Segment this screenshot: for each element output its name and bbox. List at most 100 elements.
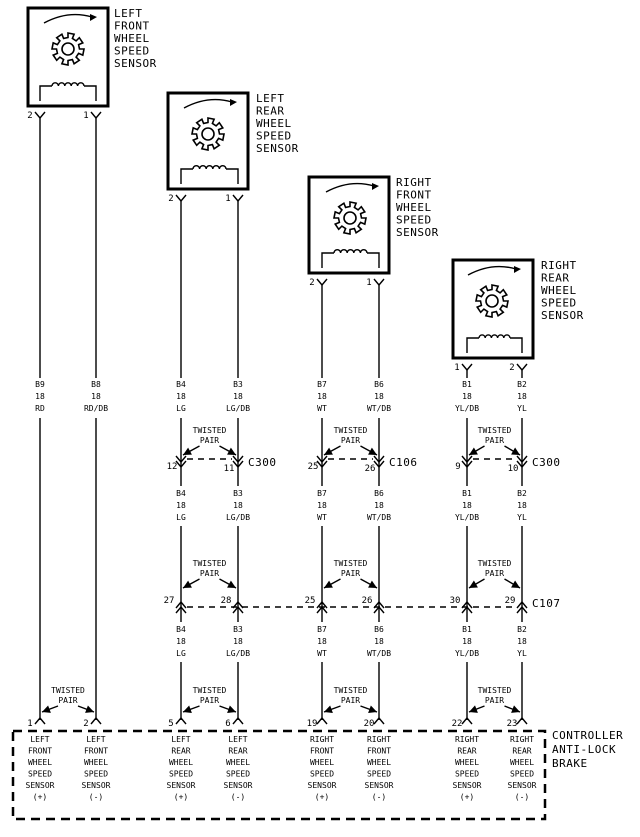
twisted-pair-label: PAIR xyxy=(200,569,219,578)
connector-terminal-bottom xyxy=(316,460,328,469)
controller-pin-label: (+) xyxy=(460,793,474,802)
connector-pin-number: 29 xyxy=(505,596,516,606)
sensor-name-line: WHEEL xyxy=(256,117,292,130)
twisted-pair-label: TWISTED xyxy=(334,686,368,695)
connector-terminal-bottom xyxy=(373,460,385,469)
controller-pin-number: 22 xyxy=(452,719,463,729)
connector-pin-number: 27 xyxy=(164,596,175,606)
wire-label-bg xyxy=(505,622,539,662)
wire-label: 18 xyxy=(374,637,384,646)
connector-terminal-top xyxy=(461,455,473,464)
wire-label: LG/DB xyxy=(226,513,250,522)
arrowhead xyxy=(511,705,520,713)
twisted-pair-label: PAIR xyxy=(200,436,219,445)
twisted-pair-label: TWISTED xyxy=(193,426,227,435)
sensor-pin-number: 1 xyxy=(83,111,88,121)
wire-label: B1 xyxy=(462,380,472,389)
connector-terminal-top xyxy=(461,600,473,609)
sensor-lead xyxy=(226,168,239,184)
connector-terminal-top xyxy=(316,600,328,609)
gear-icon xyxy=(333,201,367,235)
sensor-pin-terminal xyxy=(516,363,528,372)
rotation-arrowhead xyxy=(372,183,379,190)
arrowhead xyxy=(368,705,377,714)
wire-label: B7 xyxy=(317,625,327,634)
wire-label: B3 xyxy=(233,380,243,389)
wire-label: 18 xyxy=(317,392,327,401)
controller-pin-number: 19 xyxy=(307,719,318,729)
twisted-pair-label: TWISTED xyxy=(334,559,368,568)
connector-terminal-top xyxy=(516,455,528,464)
controller-pin-label: WHEEL xyxy=(28,758,52,767)
wire-label-bg xyxy=(450,486,484,526)
sensor-pin-terminal xyxy=(373,278,385,287)
sensor-name-line: SPEED xyxy=(256,130,292,143)
controller-pin-label: (+) xyxy=(315,793,329,802)
wire-label: RD xyxy=(35,404,45,413)
gear-icon xyxy=(191,117,225,151)
controller-pin-number: 5 xyxy=(168,719,173,729)
wire-label: B4 xyxy=(176,380,186,389)
sensor-lead xyxy=(321,252,334,268)
wire-label: B1 xyxy=(462,625,472,634)
wire-label: WT/DB xyxy=(367,513,391,522)
twisted-pair-label: PAIR xyxy=(341,436,360,445)
wire-label: 18 xyxy=(517,392,527,401)
controller-pin-label: RIGHT xyxy=(310,735,334,744)
sensor-lead xyxy=(39,85,52,101)
connector-terminal-bottom xyxy=(316,605,328,614)
sensor-pin-number: 2 xyxy=(168,194,173,204)
arrowhead xyxy=(227,580,236,588)
connector-terminal-top xyxy=(232,455,244,464)
connector-terminal-bottom xyxy=(461,460,473,469)
wire-label: WT xyxy=(317,649,327,658)
controller-pin-label: SENSOR xyxy=(308,781,337,790)
wire-label-bg xyxy=(221,622,255,662)
arrowhead xyxy=(469,705,478,713)
controller-pin-label: (-) xyxy=(231,793,245,802)
connector-pin-number: 26 xyxy=(362,596,373,606)
wire-label: B3 xyxy=(233,625,243,634)
controller-pin-label: WHEEL xyxy=(226,758,250,767)
controller-pin-number: 2 xyxy=(83,719,88,729)
connector-terminal-top xyxy=(516,600,528,609)
arrowhead xyxy=(368,447,377,455)
wire-label: 18 xyxy=(176,392,186,401)
coil-winding xyxy=(333,249,368,254)
controller-pin-label: WHEEL xyxy=(84,758,108,767)
twisted-pair-label: TWISTED xyxy=(193,686,227,695)
twisted-pair-label: TWISTED xyxy=(51,686,85,695)
sensor-name-line: LEFT xyxy=(114,7,143,20)
controller-pin-label: RIGHT xyxy=(455,735,479,744)
wire-label: 18 xyxy=(233,392,243,401)
arrowhead xyxy=(324,447,333,455)
sensor-pin-terminal xyxy=(90,111,102,120)
sensor-name-line: SENSOR xyxy=(396,226,439,239)
gear-outline xyxy=(51,32,85,66)
twisted-pair-label: PAIR xyxy=(200,696,219,705)
connector-terminal-bottom xyxy=(461,605,473,614)
connector-terminal-bottom xyxy=(516,460,528,469)
controller-title-line: BRAKE xyxy=(552,757,588,770)
wire-label: 18 xyxy=(374,392,384,401)
coil-winding xyxy=(192,165,227,170)
wire-label: B2 xyxy=(517,489,527,498)
wire-label-bg xyxy=(450,622,484,662)
wire-label-bg xyxy=(23,378,57,418)
twisted-pair-label: TWISTED xyxy=(478,426,512,435)
sensor-name-line: WHEEL xyxy=(114,32,150,45)
controller-pin-terminal xyxy=(461,716,473,725)
sensor-lead xyxy=(367,252,380,268)
controller-pin-label: WHEEL xyxy=(169,758,193,767)
connector-terminal-bottom xyxy=(175,605,187,614)
twisted-pair-label: TWISTED xyxy=(478,686,512,695)
wire-label-bg xyxy=(164,378,198,418)
wire-label-bg xyxy=(164,622,198,662)
wire-label: B6 xyxy=(374,625,384,634)
sensor-lead xyxy=(510,337,523,353)
controller-pin-label: SPEED xyxy=(169,770,193,779)
wire-label: YL/DB xyxy=(455,649,479,658)
wire-label: 18 xyxy=(35,392,45,401)
arrowhead xyxy=(183,580,192,588)
